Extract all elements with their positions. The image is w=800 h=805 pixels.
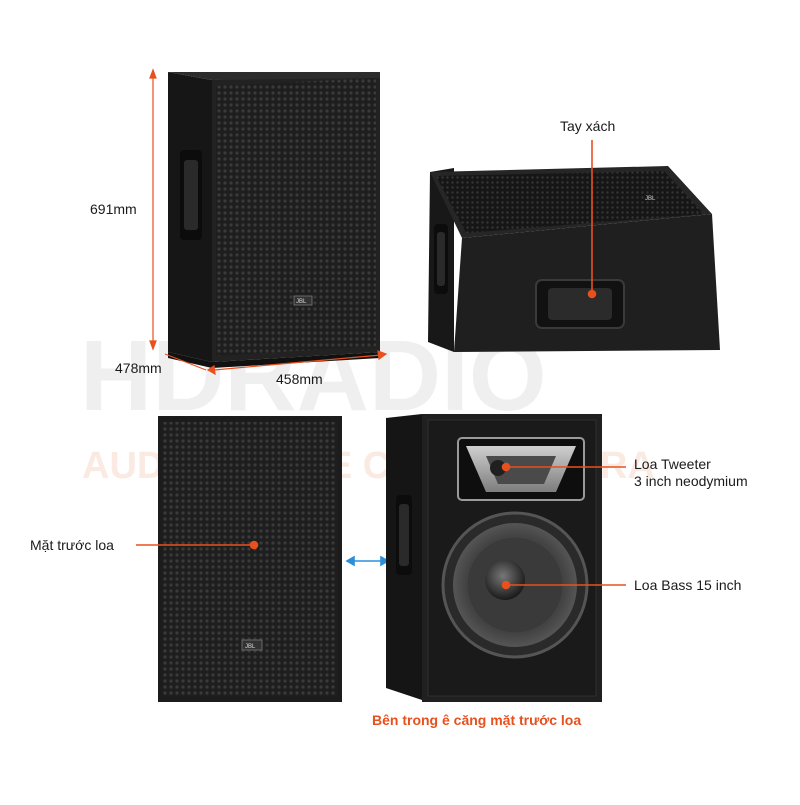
jbl-logo-1: JBL bbox=[296, 299, 307, 305]
bass-callout-label: Loa Bass 15 inch bbox=[634, 577, 742, 593]
jbl-logo-2: JBL bbox=[645, 196, 656, 202]
dimension-lines bbox=[149, 68, 388, 376]
width-dimension-label: 458mm bbox=[276, 371, 323, 387]
callout-lines bbox=[136, 140, 626, 590]
tweeter-callout-line1: Loa Tweeter bbox=[634, 456, 711, 472]
depth-dimension-label: 478mm bbox=[115, 360, 162, 376]
swap-arrow-icon bbox=[345, 555, 390, 567]
speaker-front-grille: JBL bbox=[158, 416, 342, 702]
internal-view-caption: Bên trong ê căng mặt trước loa bbox=[372, 712, 582, 728]
front-grille-callout-label: Mặt trước loa bbox=[30, 537, 114, 553]
speaker-front-angled: JBL bbox=[168, 72, 380, 368]
height-dimension-label: 691mm bbox=[90, 201, 137, 217]
tweeter-callout-label: Loa Tweeter 3 inch neodymium bbox=[634, 456, 748, 490]
handle-callout-label: Tay xách bbox=[560, 118, 616, 134]
speaker-internal bbox=[386, 414, 602, 702]
speaker-wedge: JBL bbox=[428, 166, 720, 352]
tweeter-callout-line2: 3 inch neodymium bbox=[634, 473, 748, 489]
jbl-logo-3: JBL bbox=[245, 644, 256, 650]
